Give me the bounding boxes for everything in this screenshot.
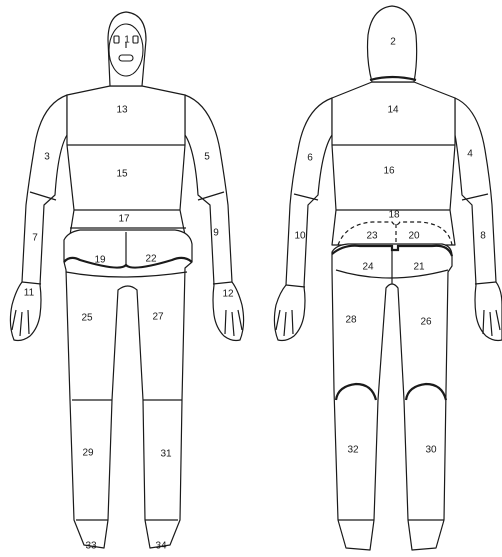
zone-label-front-right-pelvis: 19 [94, 255, 106, 266]
zone-label-front-head: 1 [124, 35, 130, 46]
zone-label-back-right-thigh: 28 [345, 315, 357, 326]
front-right-arm [10, 95, 67, 341]
zone-label-back-mid-back: 16 [383, 166, 395, 177]
zone-label-back-right-lumbar: 23 [366, 231, 378, 242]
zone-label-front-right-upper-arm: 3 [44, 152, 50, 163]
zone-label-back-left-upper-arm: 4 [467, 149, 473, 160]
zone-label-front-right-foot: 33 [85, 541, 97, 552]
zone-label-front-left-thigh: 27 [152, 312, 164, 323]
zone-label-back-right-upper-arm: 6 [307, 153, 313, 164]
zone-label-front-right-hand: 11 [24, 288, 35, 299]
zone-label-back-left-buttock: 21 [413, 262, 425, 273]
zone-label-front-left-shin: 31 [160, 449, 172, 460]
front-head [108, 12, 146, 86]
zone-label-back-lower-back: 18 [388, 210, 400, 221]
zone-label-front-left-foot: 34 [155, 541, 167, 552]
zone-label-back-right-buttock: 24 [362, 262, 374, 273]
back-right-arm [274, 98, 332, 341]
front-left-arm [185, 95, 244, 341]
zone-label-front-right-forearm: 7 [32, 233, 38, 244]
zone-label-front-right-thigh: 25 [81, 313, 93, 324]
back-lower-body [332, 244, 452, 550]
zone-label-back-left-calf: 30 [425, 445, 437, 456]
zone-label-front-right-shin: 29 [82, 448, 94, 459]
back-left-arm [455, 98, 502, 341]
back-view: 2 14 16 18 23 20 6 4 10 8 24 21 28 26 32… [274, 6, 502, 550]
zone-label-front-waist: 17 [118, 214, 130, 225]
zone-label-back-left-thigh: 26 [420, 317, 432, 328]
zone-label-front-left-hand: 12 [222, 289, 234, 300]
zone-label-back-left-forearm: 8 [480, 231, 486, 242]
zone-label-front-chest: 13 [116, 105, 128, 116]
front-lower-body [64, 230, 192, 548]
zone-label-back-head: 2 [390, 37, 396, 48]
zone-label-back-left-lumbar: 20 [408, 231, 420, 242]
zone-label-front-left-pelvis: 22 [145, 254, 157, 265]
zone-label-back-right-calf: 32 [347, 445, 359, 456]
front-view: 1 13 15 17 3 5 7 9 11 12 19 22 25 27 29 … [10, 12, 243, 552]
zone-label-back-upper-back: 14 [387, 105, 399, 116]
zone-label-front-left-forearm: 9 [213, 228, 219, 239]
zone-label-front-left-upper-arm: 5 [204, 152, 210, 163]
zone-label-back-right-forearm: 10 [294, 231, 306, 242]
zone-label-front-abdomen: 15 [116, 169, 128, 180]
